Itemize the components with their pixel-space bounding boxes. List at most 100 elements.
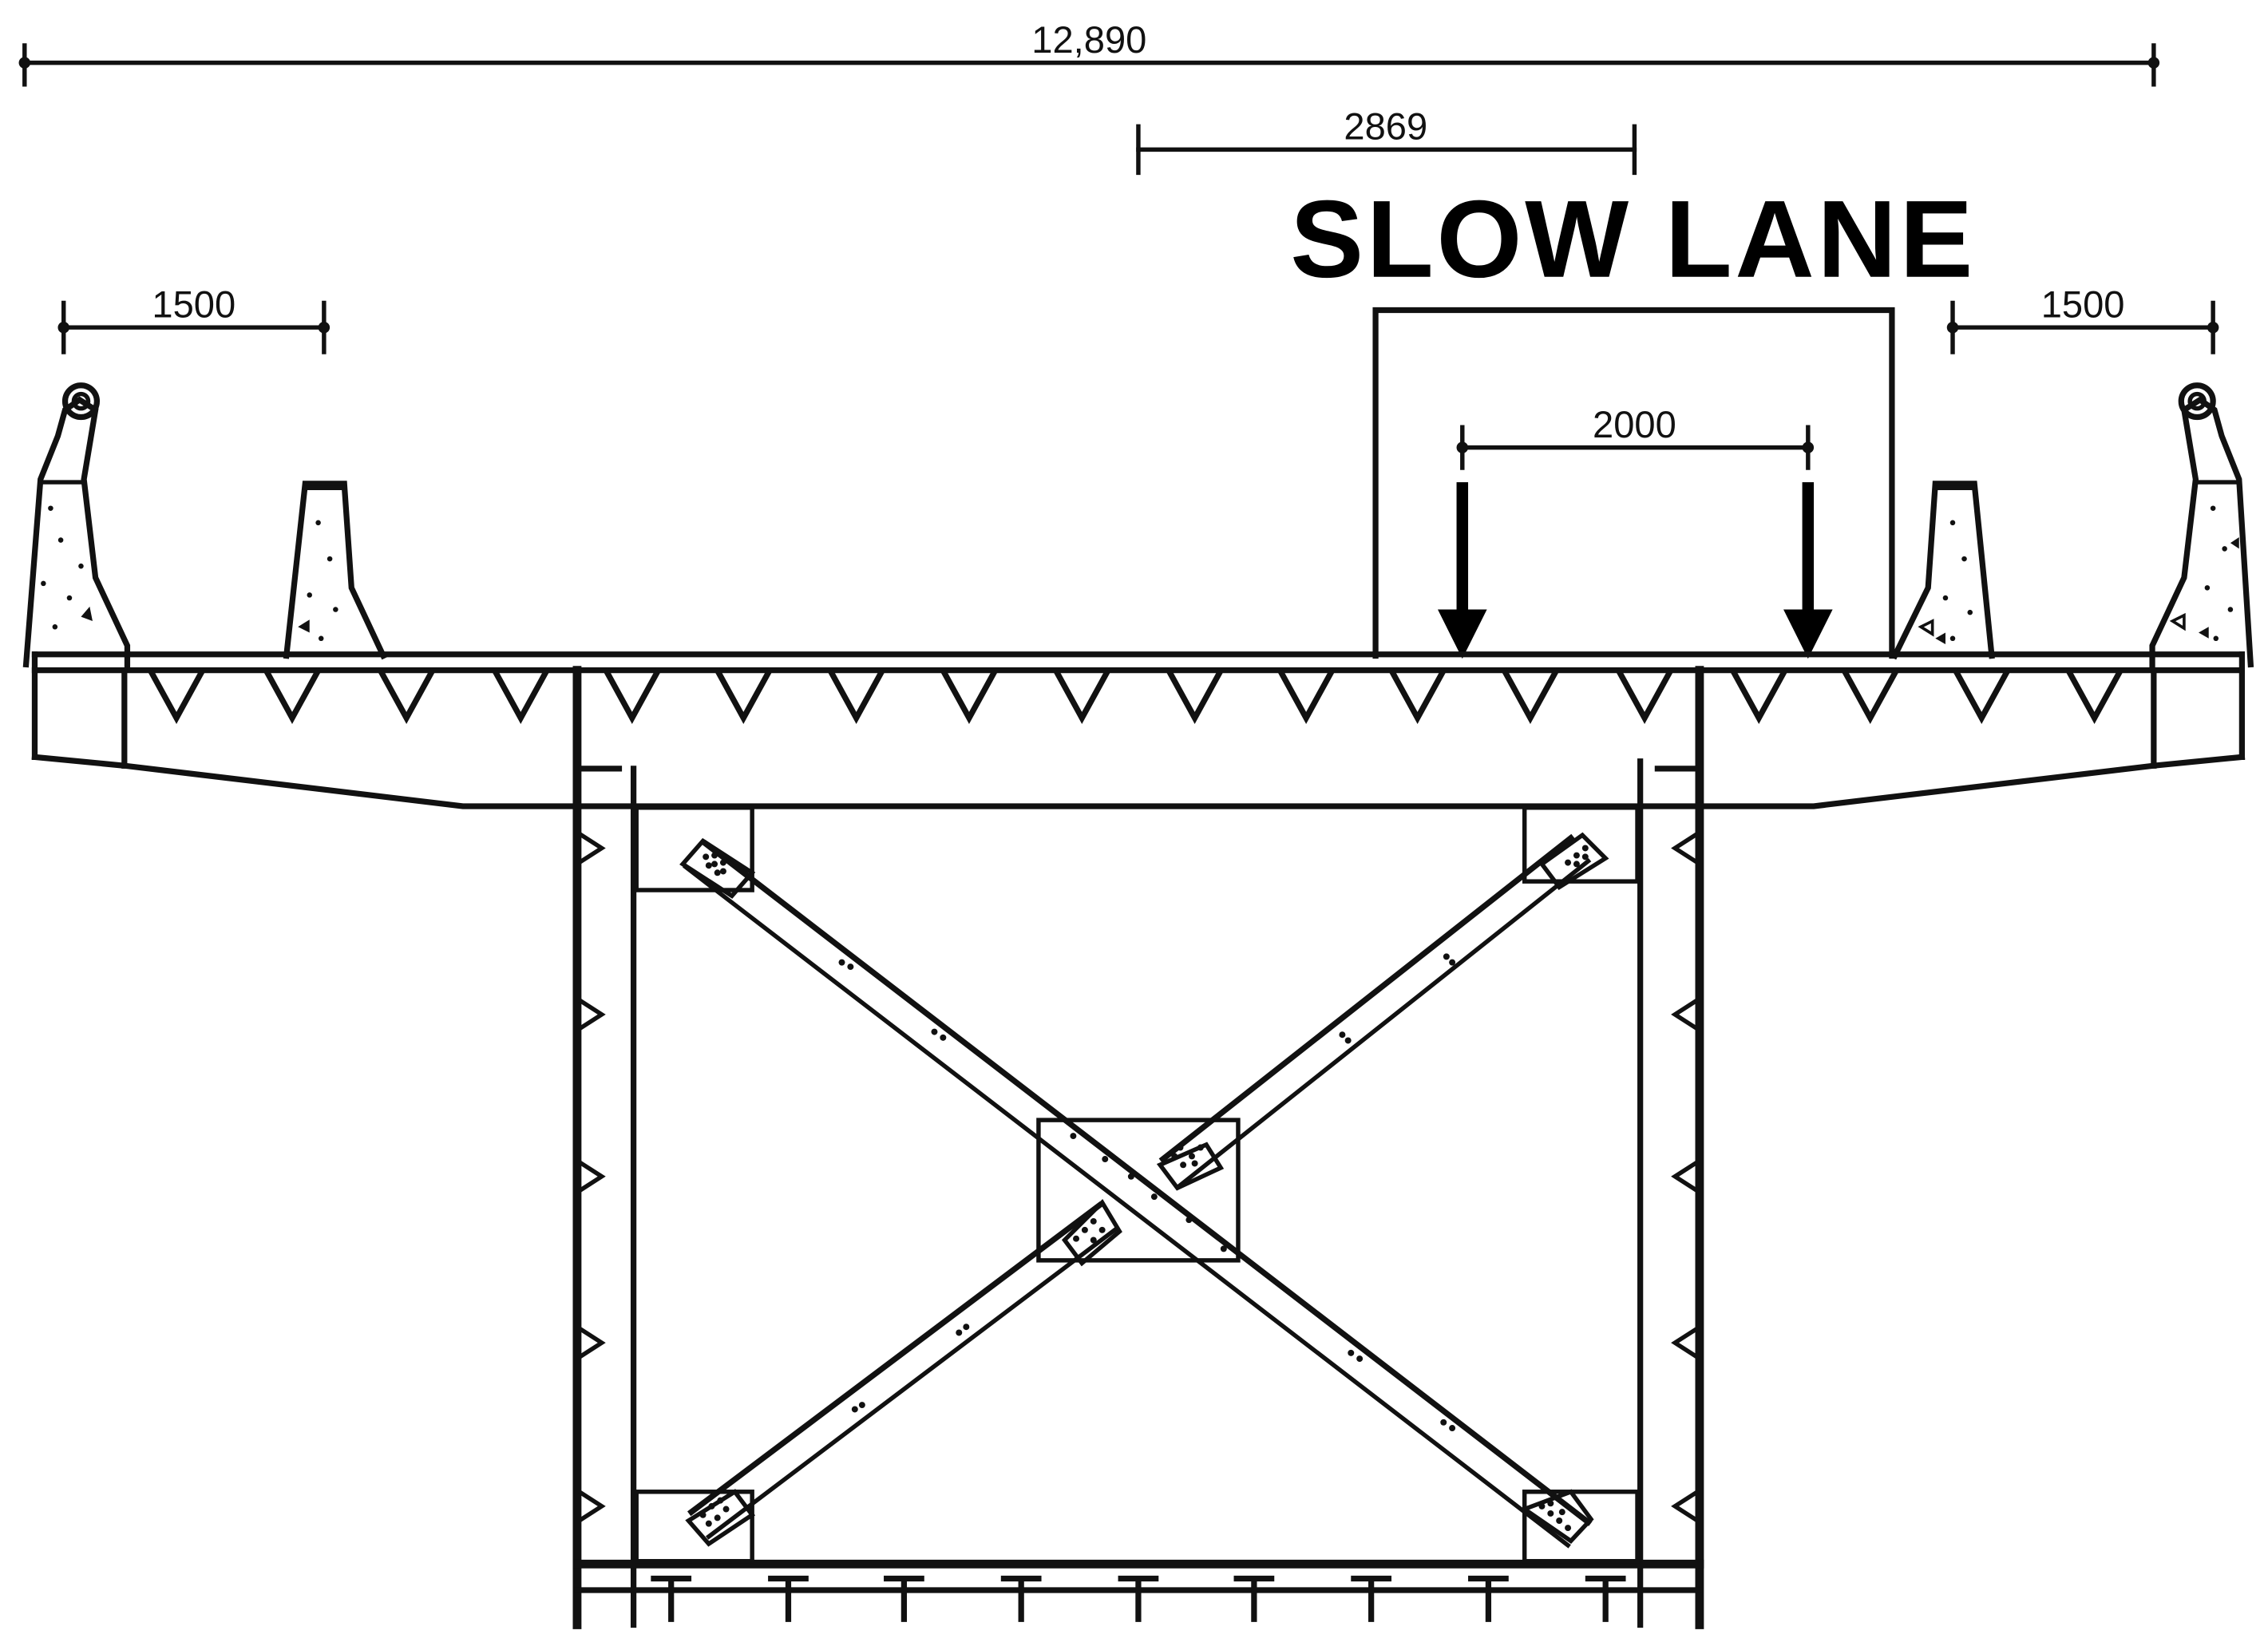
right-parapet xyxy=(2149,382,2254,668)
trough-stiffener xyxy=(1616,669,1673,724)
slow-lane-label: SLOW LANE xyxy=(1290,178,1976,301)
cross-brace-diagonal-a xyxy=(679,837,1594,1549)
t-stiffener xyxy=(651,1575,692,1622)
deck-trough-stiffeners xyxy=(148,669,2124,724)
bolt xyxy=(719,868,726,875)
trough-stiffener xyxy=(1730,669,1787,724)
web-stiffener-left xyxy=(578,1327,606,1359)
wheel-load-arrow-right xyxy=(1783,482,1833,659)
trough-stiffener xyxy=(604,669,661,724)
t-stiffener xyxy=(1233,1575,1275,1622)
bolt xyxy=(1081,1226,1088,1233)
trough-stiffener xyxy=(1388,669,1447,724)
web-stiffener-right xyxy=(1671,832,1699,865)
dimension-axle-spacing: 2000 xyxy=(1456,403,1815,470)
bolt xyxy=(1443,953,1450,960)
bolt xyxy=(851,1406,858,1413)
bolt xyxy=(1547,1500,1554,1507)
trough-stiffener xyxy=(378,669,435,724)
trough-stiffener xyxy=(1166,669,1224,724)
bolt xyxy=(956,1329,963,1336)
dimension-right-barrier-spacing: 1500 xyxy=(1946,283,2219,354)
trough-stiffener xyxy=(1053,669,1110,724)
dimension-lane-offset: 2869 xyxy=(1136,105,1637,176)
dimension-label-lane-offset: 2869 xyxy=(1344,105,1427,148)
bolt xyxy=(1197,1144,1204,1151)
bolt xyxy=(1581,853,1589,861)
web-stiffener-right xyxy=(1671,998,1699,1031)
bolt xyxy=(714,1514,721,1521)
bolt xyxy=(1348,1349,1355,1356)
web-stiffener-left xyxy=(578,998,606,1031)
bolt xyxy=(1339,1031,1346,1039)
bolt xyxy=(1185,1217,1193,1224)
bolt xyxy=(1150,1193,1158,1201)
bolt xyxy=(858,1402,865,1409)
deck-plate xyxy=(31,651,2246,769)
dimension-overall-width: 12,890 xyxy=(18,18,2160,87)
bolt xyxy=(1188,1153,1195,1160)
t-stiffener xyxy=(884,1575,924,1622)
bolt xyxy=(1090,1237,1097,1244)
trough-stiffener xyxy=(1277,669,1335,724)
bolt xyxy=(703,853,710,861)
bottom-flange-t-stiffeners xyxy=(651,1575,1626,1622)
bolt xyxy=(1556,1517,1563,1524)
trough-stiffener xyxy=(148,669,205,724)
trough-stiffener xyxy=(940,669,998,724)
bolt xyxy=(1070,1133,1077,1140)
bolt xyxy=(1538,1502,1546,1510)
bolt xyxy=(1565,859,1572,866)
trough-stiffener xyxy=(263,669,321,724)
bolt xyxy=(1581,845,1589,852)
bolt-groups xyxy=(699,845,1589,1532)
bolt xyxy=(1090,1217,1097,1225)
trough-stiffener xyxy=(714,669,773,724)
bolt xyxy=(838,959,845,966)
bolt xyxy=(1079,1217,1086,1224)
bolt xyxy=(1073,1235,1080,1242)
trough-stiffener xyxy=(827,669,885,724)
bolt xyxy=(940,1034,947,1041)
bolt xyxy=(1449,1425,1456,1432)
trough-stiffener xyxy=(2065,669,2124,724)
bolt xyxy=(711,852,718,859)
bolt xyxy=(1344,1037,1352,1044)
t-stiffener xyxy=(1468,1575,1509,1622)
bolt xyxy=(1191,1160,1198,1167)
bolt xyxy=(1449,959,1456,966)
bolt xyxy=(719,859,726,866)
web-stiffener-right xyxy=(1671,1160,1699,1193)
trough-stiffener xyxy=(1953,669,2010,724)
bolt xyxy=(1573,861,1580,868)
trough-stiffener xyxy=(1842,669,1899,724)
bolt xyxy=(699,1511,707,1518)
bolt xyxy=(1127,1173,1134,1180)
bolt xyxy=(1171,1153,1178,1160)
right-inner-barrier xyxy=(1890,481,1995,660)
bolt xyxy=(1180,1161,1187,1169)
bolt xyxy=(963,1324,970,1331)
dimension-label-left-barrier: 1500 xyxy=(152,283,236,326)
bolt xyxy=(931,1028,938,1035)
bolt xyxy=(1558,1509,1565,1516)
t-stiffener xyxy=(1585,1575,1626,1622)
web-stiffener-left xyxy=(578,1490,606,1522)
trough-stiffener xyxy=(1502,669,1559,724)
bolt xyxy=(847,963,854,971)
bolt xyxy=(1547,1510,1554,1517)
t-stiffener xyxy=(1118,1575,1159,1622)
web-stiffener-right xyxy=(1671,1327,1699,1359)
dimension-label-overall-width: 12,890 xyxy=(1031,18,1146,61)
slow-lane-envelope xyxy=(1372,307,1895,659)
cross-brace-diagonal-b-upper xyxy=(1156,832,1609,1191)
bolt xyxy=(1565,1525,1572,1532)
dimension-label-axle-spacing: 2000 xyxy=(1593,403,1676,445)
web-stiffener-left xyxy=(578,832,606,865)
trough-stiffener xyxy=(492,669,549,724)
bolt xyxy=(1220,1245,1227,1252)
cross-brace-diagonal-b-lower xyxy=(685,1199,1122,1547)
bolt xyxy=(708,1502,715,1510)
bolt xyxy=(705,1520,712,1527)
